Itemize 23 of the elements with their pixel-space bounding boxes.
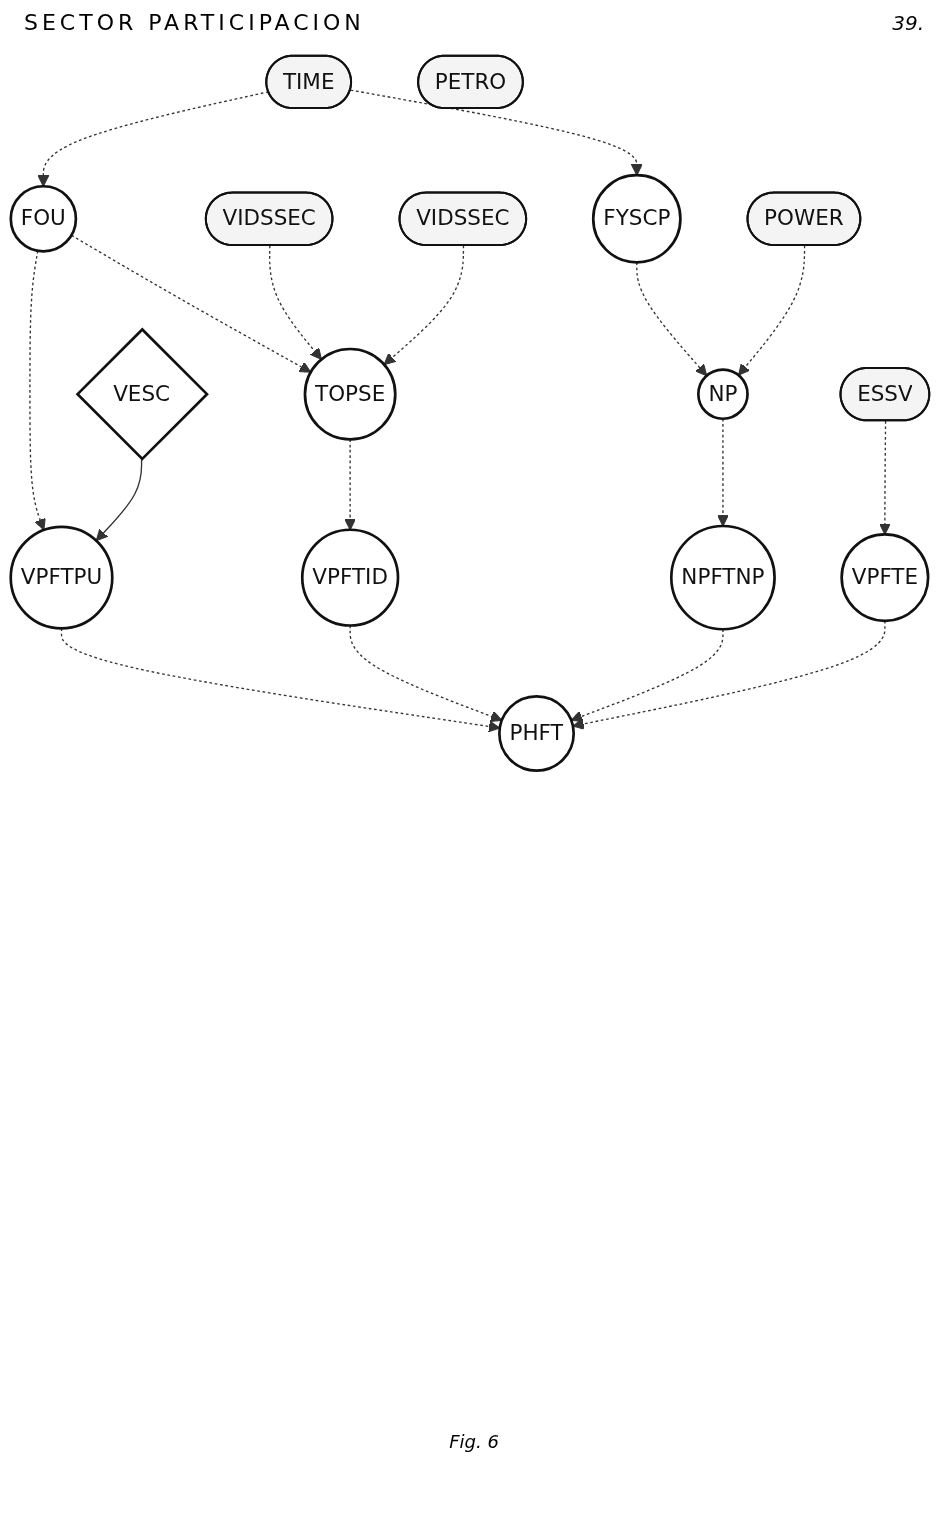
node-circle: FOU: [9, 184, 78, 253]
arrow: [29, 250, 46, 531]
arrow: [738, 244, 806, 376]
arrow: [717, 418, 729, 527]
arrow: [383, 244, 465, 366]
arrow: [95, 458, 143, 542]
arrow: [349, 89, 643, 176]
arrow: [269, 244, 322, 360]
node-circle: PHFT: [498, 695, 576, 772]
page-number: 39.: [892, 10, 924, 35]
node-circle: NPFTNP: [669, 524, 776, 631]
node-circle: FYSCP: [591, 173, 682, 264]
node-circle: TOPSE: [303, 347, 397, 441]
node-diamond: VESC: [75, 327, 209, 461]
diagram-title: SECTOR PARTICIPACION: [24, 10, 365, 35]
node-circle: VPFTID: [300, 528, 400, 627]
figure-label: Fig. 6: [448, 1431, 500, 1452]
arrow: [70, 234, 312, 373]
node-circle: VPFTE: [840, 533, 930, 623]
arrow: [879, 420, 891, 535]
node-circle: VPFTPU: [9, 525, 114, 630]
node-circle: NP: [697, 368, 749, 421]
arrow: [572, 620, 886, 730]
